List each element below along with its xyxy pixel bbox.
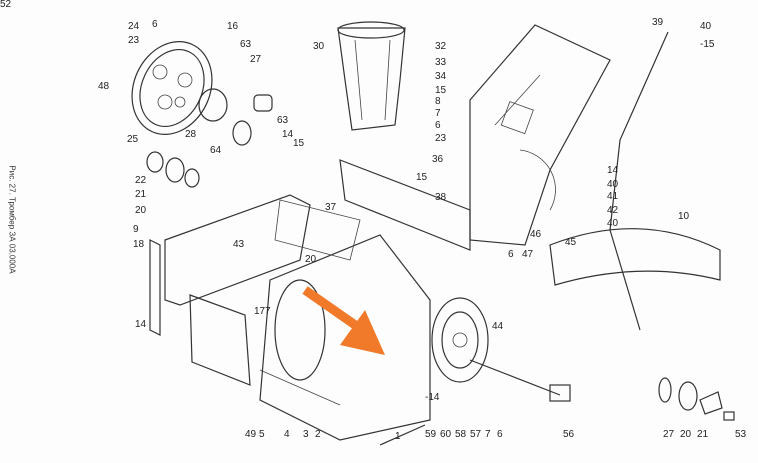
part-number-label: 6	[152, 19, 158, 30]
part-number-label: 2	[315, 429, 321, 440]
part-number-label: 59	[425, 429, 437, 440]
part-number-label: 25	[127, 134, 139, 145]
part-number-label: 44	[492, 321, 504, 332]
part-number-label: 27	[663, 429, 675, 440]
part-number-label: 14	[282, 129, 294, 140]
part-number-label: 30	[313, 41, 325, 52]
drive-wheel	[431, 297, 489, 383]
part-number-label: 60	[440, 429, 452, 440]
part-number-label: 16	[227, 21, 239, 32]
part-number-label: 1	[395, 431, 401, 442]
pulley	[131, 41, 213, 135]
part-number-label: 15	[435, 85, 447, 96]
part-number-label: 15	[293, 138, 305, 149]
part-number-label: 15	[416, 172, 428, 183]
part-number-label: 21	[135, 189, 147, 200]
part-number-label: 34	[435, 71, 447, 82]
main-housing	[259, 159, 471, 441]
part-number-label: 43	[233, 239, 245, 250]
part-number-label: 20	[135, 205, 147, 216]
part-number-label: 6	[497, 429, 503, 440]
part-number-label: 48	[98, 81, 110, 92]
highlight-arrow	[302, 286, 385, 355]
part-number-label: 21	[697, 429, 709, 440]
part-number-label: 64	[210, 145, 222, 156]
part-number-label: 10	[678, 211, 690, 222]
part-number-label: 14	[135, 319, 147, 330]
part-number-label: 32	[435, 41, 447, 52]
chute	[469, 24, 611, 246]
part-number-label: 3	[303, 429, 309, 440]
part-number-label: 7	[435, 108, 441, 119]
part-number-label: 58	[455, 429, 467, 440]
part-number-label: 45	[565, 237, 577, 248]
guard	[549, 228, 721, 286]
part-number-label: 7	[485, 429, 491, 440]
part-number-label: 46	[530, 229, 542, 240]
part-number-label: 28	[185, 129, 197, 140]
part-number-label: 37	[325, 202, 337, 213]
part-number-label: 33	[435, 57, 447, 68]
part-number-label: 6	[508, 249, 514, 260]
part-number-label: 40	[607, 179, 619, 190]
part-number-label: 8	[435, 96, 441, 107]
part-number-label: 49	[245, 429, 257, 440]
part-number-label: 9	[133, 224, 139, 235]
part-number-label: 7	[265, 306, 271, 317]
part-number-label: 40	[700, 21, 712, 32]
part-number-label: 52	[0, 0, 12, 10]
part-number-label: 47	[522, 249, 534, 260]
part-number-label: -14	[425, 392, 440, 403]
part-number-label: 20	[680, 429, 692, 440]
part-number-label: 56	[563, 429, 575, 440]
part-number-label: 18	[133, 239, 145, 250]
shaft-parts	[146, 88, 735, 446]
part-number-label: 63	[277, 115, 289, 126]
part-number-label: 6	[435, 120, 441, 131]
part-number-label: 63	[240, 39, 252, 50]
part-number-label: 4	[284, 429, 290, 440]
lever	[609, 31, 669, 331]
part-number-label: 5	[259, 429, 265, 440]
part-number-label: 41	[607, 191, 619, 202]
part-number-label: 22	[135, 175, 147, 186]
part-number-label: 53	[735, 429, 747, 440]
part-number-label: 42	[607, 205, 619, 216]
part-number-label: 38	[435, 192, 447, 203]
part-number-label: 20	[305, 254, 317, 265]
part-number-label: 23	[128, 35, 140, 46]
part-number-label: -15	[700, 39, 715, 50]
part-number-label: 40	[607, 218, 619, 229]
part-number-label: 14	[607, 165, 619, 176]
part-number-label: 24	[128, 21, 140, 32]
part-number-label: 36	[432, 154, 444, 165]
part-number-label: 23	[435, 133, 447, 144]
hopper	[337, 21, 406, 131]
part-number-label: 27	[250, 54, 262, 65]
part-number-label: 39	[652, 17, 664, 28]
side-panel	[149, 194, 311, 386]
part-number-label: 17	[254, 306, 266, 317]
part-number-label: 57	[470, 429, 482, 440]
